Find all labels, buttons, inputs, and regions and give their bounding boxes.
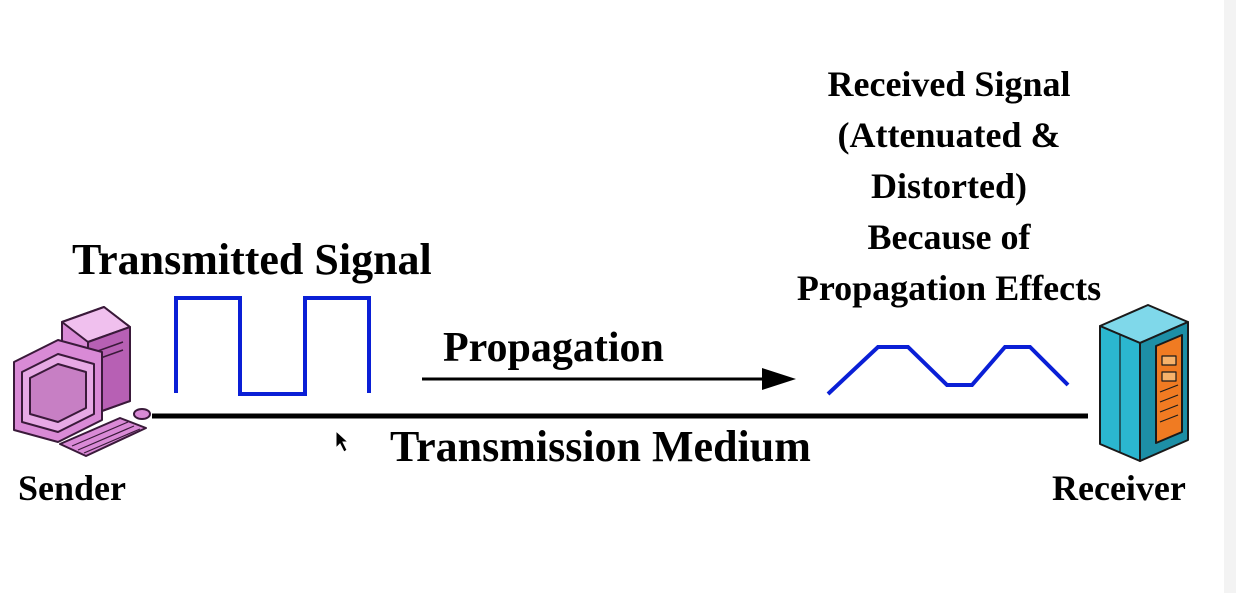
server-tower-icon <box>1099 304 1189 462</box>
received-signal-wave <box>826 345 1070 396</box>
mouse-pointer-icon <box>335 429 350 453</box>
propagation-label: Propagation <box>443 325 664 371</box>
transmission-medium-label: Transmission Medium <box>390 422 811 471</box>
propagation-arrow <box>422 368 796 390</box>
received-signal-line: (Attenuated & <box>837 115 1061 155</box>
sender-label: Sender <box>18 468 126 508</box>
received-signal-line: Distorted) <box>871 166 1027 206</box>
received-signal-line: Propagation Effects <box>796 268 1102 308</box>
received-signal-line: Because of <box>867 217 1031 257</box>
transmitted-signal-wave <box>174 296 371 396</box>
desktop-computer-icon <box>13 306 151 457</box>
receiver-label: Receiver <box>1052 468 1186 508</box>
transmitted-signal-label: Transmitted Signal <box>72 235 432 284</box>
received-signal-label: Received Signal (Attenuated & Distorted)… <box>770 59 1128 314</box>
scroll-gutter <box>1224 0 1236 593</box>
received-signal-line: Received Signal <box>827 64 1071 104</box>
